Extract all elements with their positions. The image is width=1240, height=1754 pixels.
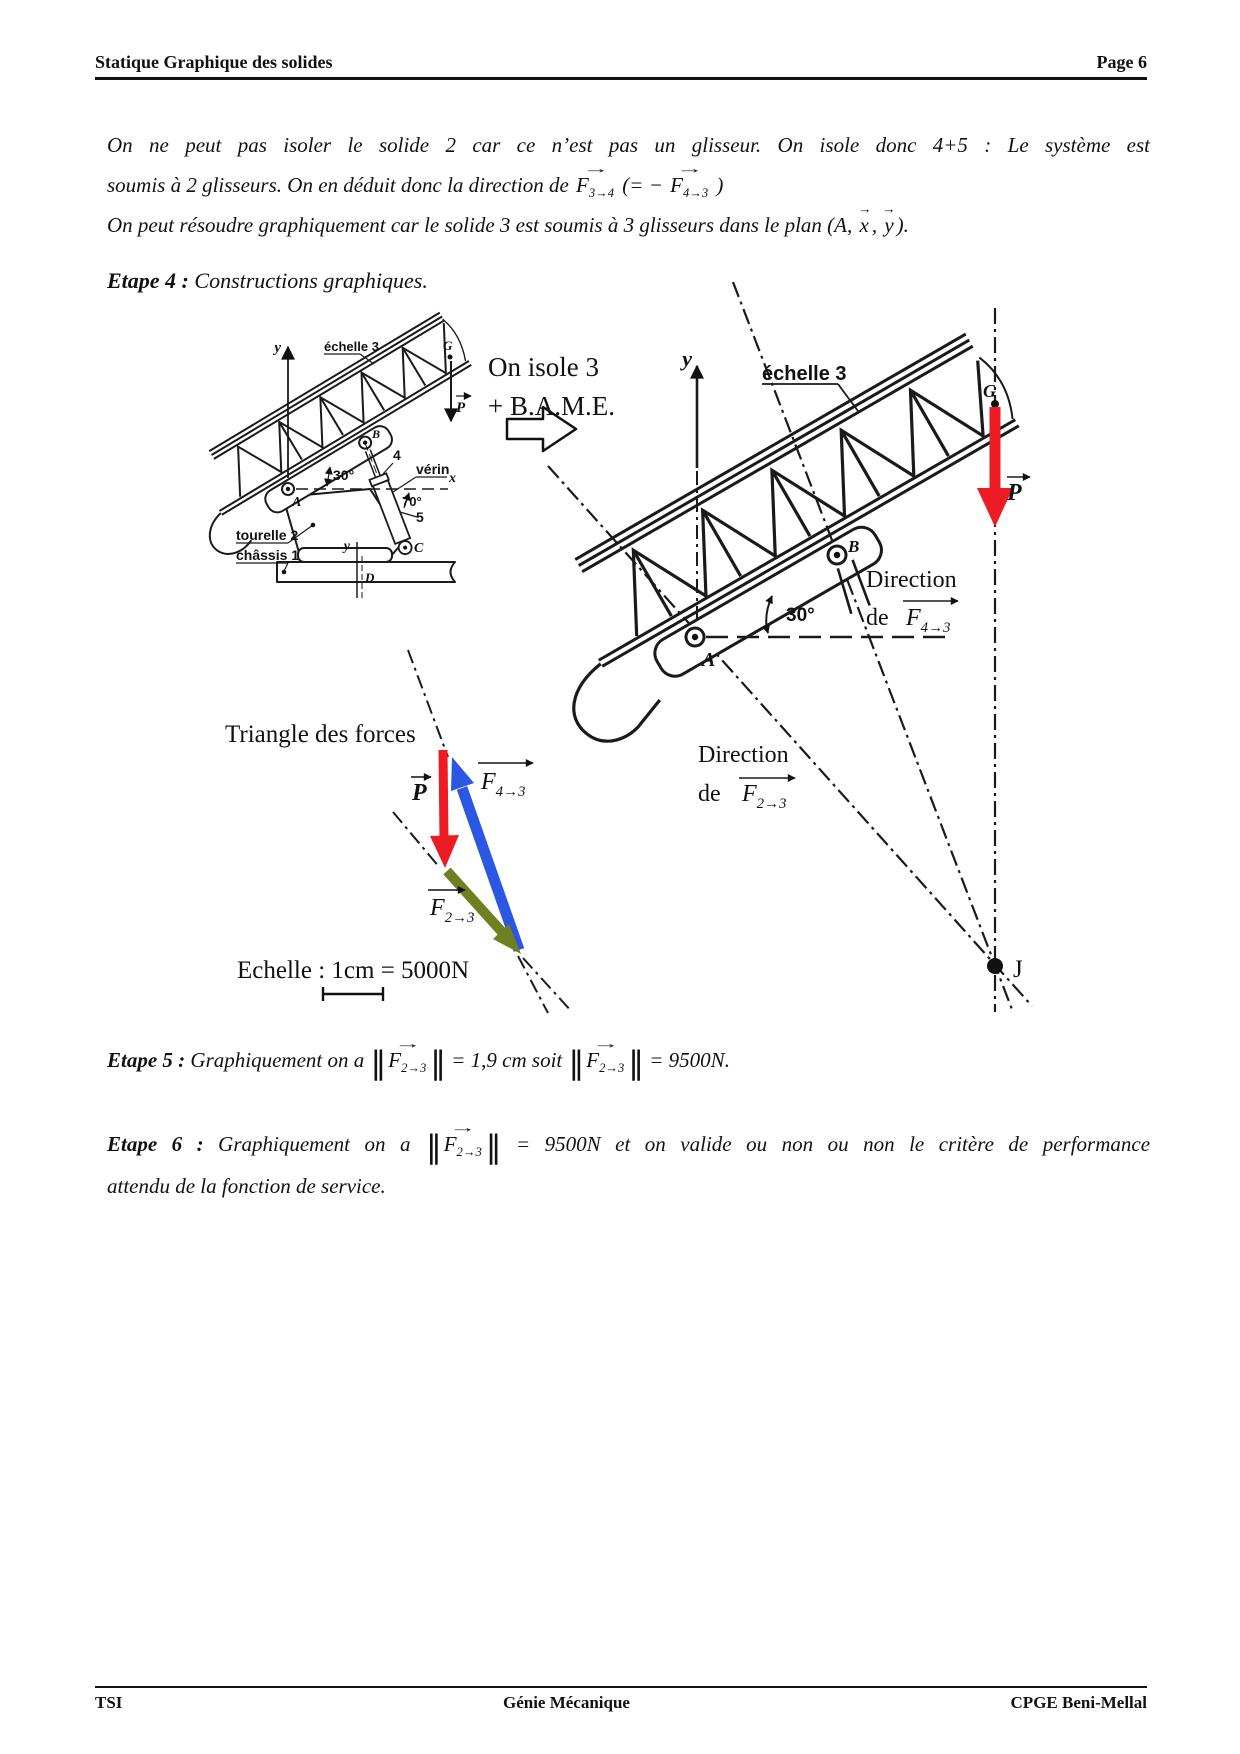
page-header: Statique Graphique des solides Page 6 bbox=[95, 52, 1147, 80]
small-G-label: G bbox=[443, 338, 453, 353]
etape-4-heading: Etape 4 : Constructions graphiques. bbox=[107, 268, 428, 293]
tri-F43-label: F4→3 bbox=[480, 769, 525, 800]
small-4-label: 4 bbox=[393, 447, 401, 463]
small-P-label: P bbox=[456, 400, 466, 416]
big-P-arrow-head bbox=[977, 488, 1013, 527]
vector-x: →x bbox=[857, 201, 872, 237]
J-label: J bbox=[1013, 956, 1023, 983]
big-P-label: P bbox=[1006, 480, 1022, 506]
etape-5-paragraph: Etape 5 : Graphiquement on a ‖→F2→3‖ = 1… bbox=[107, 1036, 730, 1082]
norm-F2-3: ‖→F2→3‖ bbox=[370, 1036, 446, 1082]
big-B-label: B bbox=[847, 537, 859, 556]
big-G-label: G bbox=[983, 381, 996, 401]
isolate-line-2: + B.A.M.E. bbox=[488, 391, 615, 421]
intro-paragraph: On ne peut pas isoler le solide 2 car ce… bbox=[107, 126, 1150, 245]
tri-F23-label: F2→3 bbox=[429, 895, 474, 926]
footer-center: Génie Mécanique bbox=[502, 1693, 630, 1712]
vector-F2-3: →F2→3 bbox=[586, 1036, 625, 1076]
small-verin-label: vérin bbox=[416, 461, 449, 477]
big-30-arc-arrow bbox=[762, 595, 773, 634]
small-x-label: x bbox=[448, 471, 456, 486]
intro-line-1: On ne peut pas isoler le solide 2 car ce… bbox=[107, 133, 1150, 157]
triangle-title: Triangle des forces bbox=[225, 721, 416, 748]
P-arrow-head bbox=[430, 835, 459, 868]
vector-F4-3: →F4→3 bbox=[670, 161, 709, 201]
intro-line-3: On peut résoudre graphiquement car le so… bbox=[107, 201, 909, 237]
etape-6-line-2: attendu de la fonction de service. bbox=[107, 1174, 386, 1199]
vector-F3-4: →F3→4 bbox=[576, 161, 615, 201]
F23-arrow-head bbox=[493, 924, 521, 954]
scale-bar bbox=[321, 987, 385, 1001]
header-page-number: Page 6 bbox=[1096, 52, 1147, 72]
intro-line-2: soumis à 2 glisseurs. On en déduit donc … bbox=[107, 161, 724, 201]
small-tourelle-label: tourelle 2 bbox=[236, 527, 298, 543]
small-B-label: B bbox=[371, 427, 380, 441]
vector-F2-3: →F2→3 bbox=[443, 1120, 482, 1160]
big-echelle-label: échelle 3 bbox=[762, 363, 847, 385]
triangle-construction-lines bbox=[392, 649, 573, 1014]
vector-F2-3: →F2→3 bbox=[388, 1036, 427, 1076]
dir23-vector: F2→3 bbox=[741, 781, 786, 812]
dir23-line2: de bbox=[698, 781, 721, 807]
block-arrow-right bbox=[505, 405, 578, 453]
dir43-line1: Direction bbox=[866, 567, 957, 593]
big-G-point bbox=[991, 400, 999, 408]
line-direction-F4-3 bbox=[731, 281, 1015, 1013]
etape-6-paragraph: Etape 6 : Graphiquement on a ‖→F2→3‖ = 9… bbox=[107, 1120, 1151, 1206]
F43-arrow-head bbox=[451, 757, 474, 791]
etape-6-line-1: Etape 6 : Graphiquement on a ‖→F2→3‖ = 9… bbox=[107, 1120, 1151, 1166]
force-triangle: Triangle des forces P F4→3 F2→3 Echelle … bbox=[225, 649, 573, 1014]
leader-dot-chassis bbox=[281, 569, 287, 575]
F23-arrow-shaft bbox=[443, 867, 506, 936]
isolate-line-1: On isole 3 bbox=[488, 352, 599, 382]
dir23-line1: Direction bbox=[698, 742, 789, 768]
small-echelle-label: échelle 3 bbox=[324, 339, 379, 354]
small-30-label: 30° bbox=[333, 467, 354, 483]
small-chassis-label: châssis 1 bbox=[236, 547, 299, 563]
isolate-note: On isole 3 + B.A.M.E. bbox=[488, 348, 615, 426]
big-y-label: y bbox=[679, 346, 692, 371]
footer-right: CPGE Beni-Mellal bbox=[1010, 1693, 1147, 1712]
big-isolated-diagram: y échelle 3 G P B 30° A Direction de F4→… bbox=[547, 281, 1033, 1013]
big-echelle-leader bbox=[762, 383, 859, 412]
small-verin bbox=[364, 442, 413, 555]
small-y-label: y bbox=[272, 340, 281, 356]
J-point bbox=[987, 958, 1003, 974]
small-G-point bbox=[447, 354, 453, 360]
leader-dot-tourelle bbox=[310, 522, 316, 528]
big-A-label: A bbox=[700, 649, 715, 671]
small-C-label: C bbox=[414, 541, 424, 556]
small-y2-label: y bbox=[342, 539, 351, 554]
tri-P-label: P bbox=[411, 780, 427, 806]
footer-left: TSI bbox=[95, 1693, 123, 1712]
line-direction-F2-3 bbox=[547, 465, 1033, 1007]
big-30-label: 30° bbox=[786, 605, 815, 626]
F43-arrow-shaft bbox=[456, 786, 525, 952]
small-leaders bbox=[236, 353, 447, 572]
page-footer: TSI Génie Mécanique CPGE Beni-Mellal bbox=[95, 1686, 1147, 1713]
header-title: Statique Graphique des solides bbox=[95, 52, 333, 72]
dir43-line2: de bbox=[866, 605, 889, 631]
small-70-label: 70° bbox=[402, 494, 422, 509]
small-D-label: D bbox=[364, 570, 375, 585]
turret-shape bbox=[276, 488, 456, 583]
norm-F2-3: ‖→F2→3‖ bbox=[425, 1120, 502, 1166]
norm-F2-3: ‖→F2→3‖ bbox=[568, 1036, 645, 1082]
dir43-vector: F4→3 bbox=[905, 605, 950, 636]
P-arrow-shaft bbox=[438, 749, 449, 841]
small-5-label: 5 bbox=[416, 509, 424, 525]
vector-y: →y bbox=[882, 201, 897, 237]
scale-label: Echelle : 1cm = 5000N bbox=[237, 957, 469, 984]
small-A-label: A bbox=[291, 495, 301, 510]
small-mechanism-diagram: échelle 3 y G P 30° x A B 4 vérin 70° 5 … bbox=[208, 311, 472, 600]
